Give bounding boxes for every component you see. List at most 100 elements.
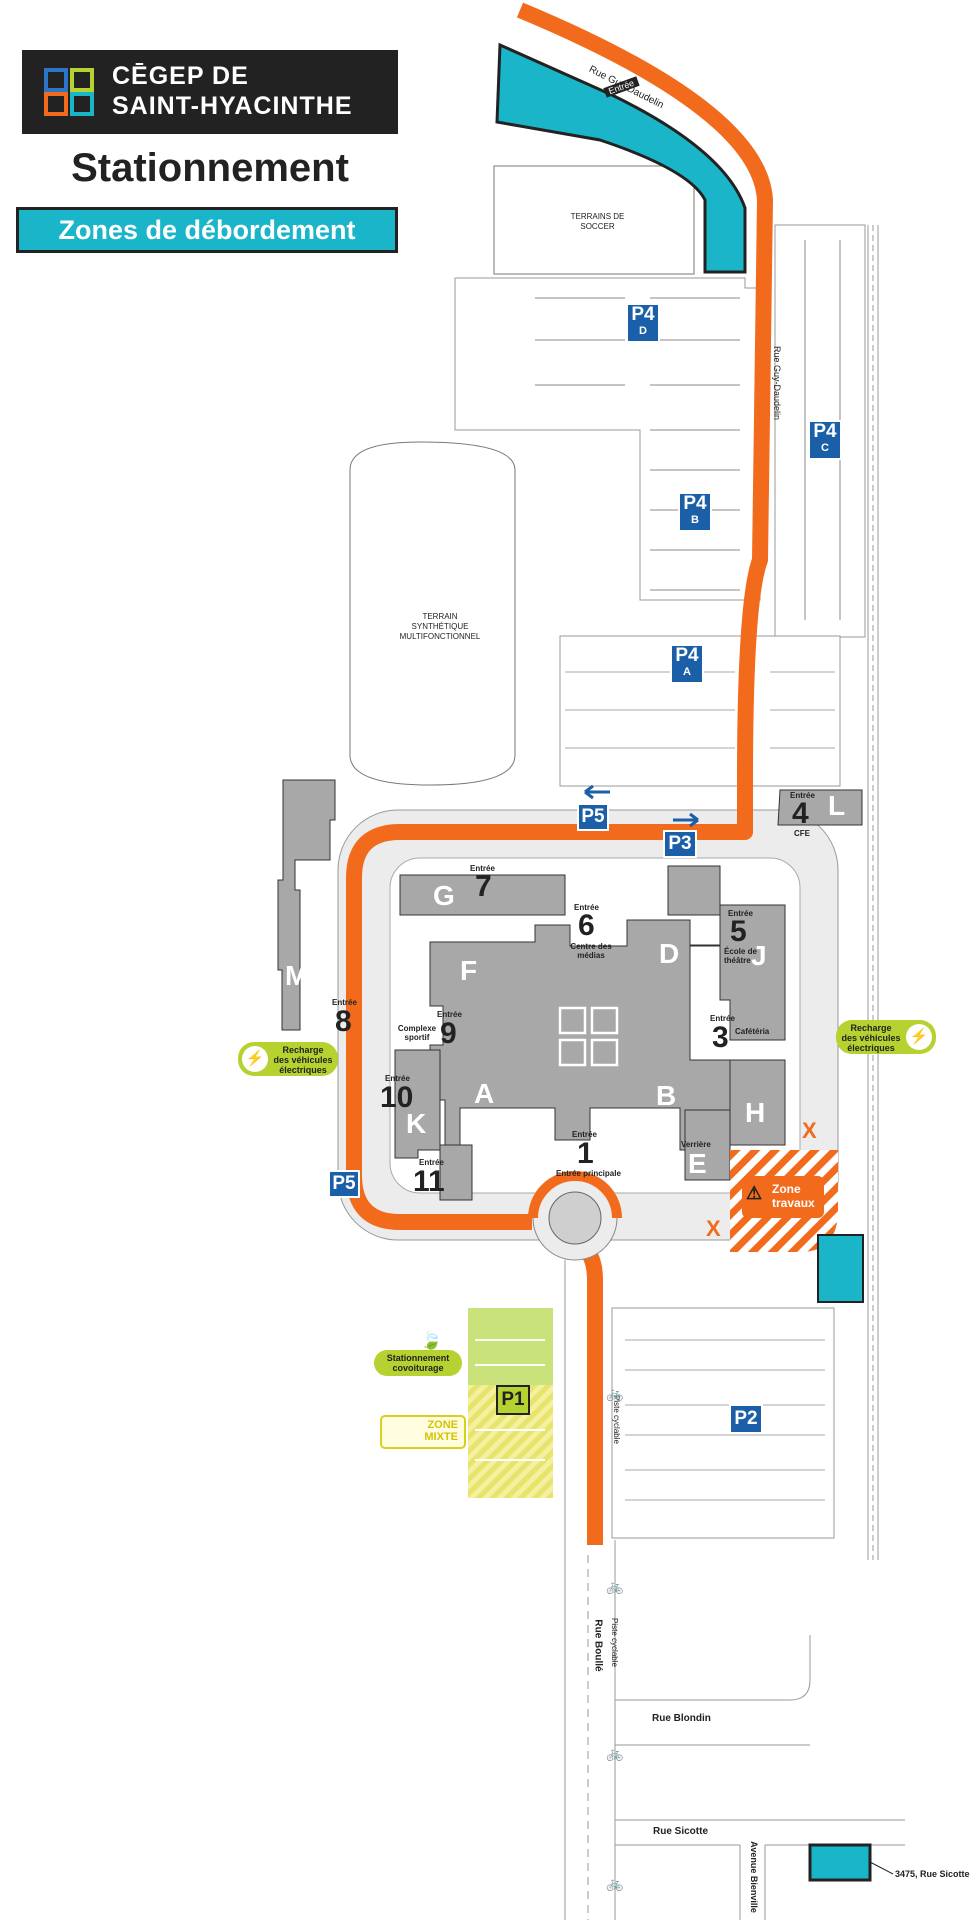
leaf-icon: 🍃 — [420, 1330, 443, 1350]
building-m-label: M — [285, 960, 309, 991]
entrance-7-number: 7 — [475, 870, 492, 903]
ev-charging-callout-west[interactable]: ⚡ Recharge des véhicules électriques — [238, 1042, 338, 1076]
ev-charging-icon: ⚡ — [906, 1024, 932, 1050]
entrance-4-desc: CFE — [794, 829, 810, 838]
callout-text: Stationnement — [386, 1353, 450, 1363]
ev-charging-icon: ⚡ — [242, 1046, 268, 1072]
overflow-zone-south — [817, 1234, 864, 1303]
entrance-10-number: 10 — [380, 1081, 414, 1114]
close-x-icon: X — [706, 1216, 721, 1241]
callout-text: électriques — [279, 1065, 327, 1075]
entrance-8-label: Entrée — [332, 998, 357, 1007]
callout-text: électriques — [847, 1043, 895, 1053]
rue-blondin — [615, 1635, 811, 1746]
zone-mixte-line1: ZONE — [427, 1419, 458, 1431]
synthetic-field-track — [349, 441, 516, 786]
bicycle-icon: 🚲 — [606, 1385, 624, 1401]
building-b-label: B — [656, 1080, 677, 1111]
soccer-field — [493, 165, 695, 275]
synthetic-field-label: TERRAIN SYNTHÉTIQUE MULTIFONCTIONNEL — [399, 612, 481, 641]
bike-lane-label-2: Piste cyclable — [609, 1618, 619, 1667]
entrance-11-number: 11 — [413, 1165, 445, 1198]
p4d-rows — [535, 297, 740, 591]
entrance-6-number: 6 — [578, 909, 595, 942]
street-guy-daudelin-side: Rue Guy-Daudelin — [772, 345, 783, 421]
building-g — [399, 874, 566, 916]
entrance-6-label: Entrée — [574, 903, 599, 912]
entrance-4-number: 4 — [792, 797, 809, 830]
arrow-right-icon — [673, 812, 699, 828]
building-l — [777, 789, 863, 826]
arrow-left-icon — [584, 784, 610, 800]
entrance-1-label: Entrée — [572, 1130, 597, 1139]
bicycle-icon: 🚲 — [606, 1578, 624, 1594]
building-j-label: J — [751, 940, 767, 971]
entrance-5-label: Entrée — [728, 909, 753, 918]
verriere-label: Verrière — [681, 1140, 711, 1149]
entrance-5-desc: École de théâtre — [724, 947, 757, 965]
zone-mixte-line2: MIXTE — [424, 1431, 458, 1443]
entrance-7-label: Entrée — [470, 864, 495, 873]
entrance-3-label: Entrée — [710, 1014, 735, 1023]
callout-text: des véhicules — [841, 1033, 901, 1043]
parking-p4b[interactable]: P4 B — [678, 492, 712, 532]
sicotte-building — [808, 1843, 872, 1882]
entrance-9-label: Entrée — [437, 1010, 462, 1019]
building-logo — [558, 1006, 619, 1067]
p2-lot — [611, 1307, 835, 1539]
work-zone-label: ⚠ Zone travaux — [742, 1176, 824, 1218]
street-sicotte: Rue Sicotte — [653, 1826, 709, 1837]
building-a-label: A — [474, 1078, 495, 1109]
parking-p4c[interactable]: P4 C — [808, 420, 842, 460]
entrance-1-desc: Entrée principale — [556, 1169, 621, 1178]
work-zone-line1: Zone — [772, 1182, 801, 1196]
building-d-label: D — [659, 938, 680, 969]
building-l-label: L — [828, 790, 846, 821]
close-x-icon: X — [802, 1118, 817, 1143]
street-bienville: Avenue Bienville — [748, 1841, 759, 1913]
overflow-zone-north — [495, 42, 747, 274]
street-blondin: Rue Blondin — [652, 1713, 711, 1724]
street-boulle: Rue Boullé — [592, 1619, 604, 1672]
railway-line — [867, 225, 879, 1560]
entrance-8-number: 8 — [335, 1005, 352, 1038]
carpool-callout[interactable]: Stationnement covoiturage — [374, 1350, 462, 1376]
logo-squares-icon — [44, 68, 94, 116]
entrance-3-desc: Cafétéria — [735, 1027, 770, 1036]
page-subtitle: Zones de débordement — [16, 207, 398, 253]
callout-text: covoiturage — [392, 1363, 444, 1373]
entrance-9-desc: Complexe sportif — [397, 1024, 437, 1042]
parking-p4d[interactable]: P4 D — [626, 303, 660, 343]
construction-worker-icon: ⚠ — [746, 1183, 763, 1203]
bicycle-icon: 🚲 — [606, 1745, 624, 1761]
entrance-1-number: 1 — [577, 1137, 594, 1170]
work-zone-line2: travaux — [772, 1196, 815, 1210]
address-label: 3475, Rue Sicotte — [895, 1869, 970, 1879]
entrance-5-number: 5 — [730, 915, 747, 948]
parking-p5-north[interactable]: P5 — [577, 803, 609, 831]
callout-text: Recharge — [282, 1045, 324, 1055]
rue-boulle — [564, 1260, 616, 1920]
parking-p4a[interactable]: P4 A — [670, 644, 704, 684]
callout-text: des véhicules — [273, 1055, 333, 1065]
parking-p3[interactable]: P3 — [663, 830, 697, 858]
entrance-6-desc: Centre des médias — [570, 942, 612, 960]
building-m — [277, 779, 336, 1031]
entrance-10-label: Entrée — [385, 1074, 410, 1083]
building-g-label: G — [433, 880, 455, 911]
building-e-label: E — [688, 1148, 707, 1179]
logo-text-line1: CĒGEP DE — [112, 62, 249, 90]
parking-p2[interactable]: P2 — [729, 1404, 763, 1434]
logo-text-line2: SAINT-HYACINTHE — [112, 92, 353, 120]
building-f-label: F — [460, 955, 478, 986]
building-h-label: H — [745, 1097, 766, 1128]
bike-lane-label-1: Piste cyclable — [611, 1395, 621, 1444]
page-title: Stationnement — [71, 146, 349, 190]
parking-p1[interactable]: P1 — [496, 1385, 530, 1415]
callout-text: Recharge — [850, 1023, 892, 1033]
bicycle-icon: 🚲 — [606, 1875, 624, 1891]
soccer-field-label: TERRAINS DE SOCCER — [570, 212, 625, 231]
parking-p5-west[interactable]: P5 — [328, 1170, 360, 1198]
ev-charging-callout-east[interactable]: ⚡ Recharge des véhicules électriques — [836, 1020, 936, 1054]
